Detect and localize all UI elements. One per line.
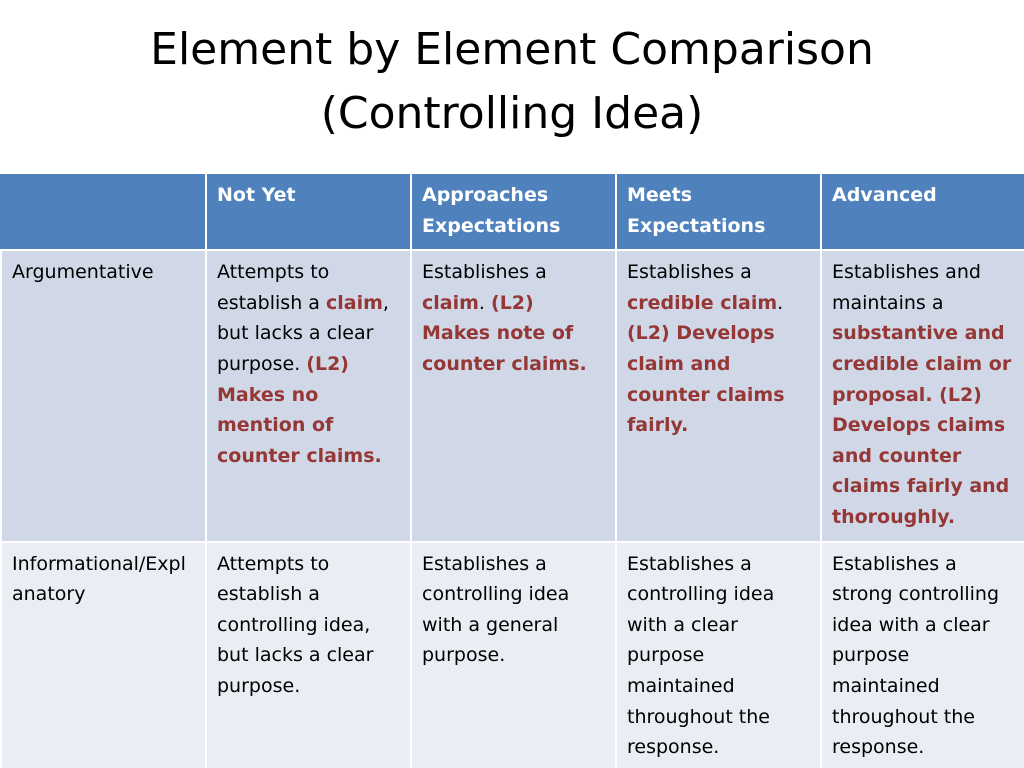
- slide-title-line-2: (Controlling Idea): [320, 88, 704, 139]
- highlighted-text: (L2) Develops claim and counter claims f…: [627, 322, 785, 437]
- cell-text: Attempts to establish a controlling idea…: [217, 552, 374, 697]
- cell-text: Establishes a strong controlling idea wi…: [832, 552, 1000, 759]
- cell-text: , but lacks a clear purpose.: [217, 291, 389, 375]
- header-cell-approaches-expectations: Approaches Expectations: [410, 171, 617, 252]
- cell-argumentative-meets: Establishes a credible claim. (L2) Devel…: [615, 249, 822, 543]
- slide-title-line-1: Element by Element Comparison: [150, 24, 874, 75]
- table-row-argumentative: Argumentative Attempts to establish a cl…: [0, 249, 1024, 543]
- cell-text: Establishes a: [422, 261, 547, 284]
- cell-argumentative-advanced: Establishes and maintains a substantive …: [820, 249, 1024, 543]
- cell-text: Establishes a controlling idea with a cl…: [627, 552, 775, 759]
- cell-text: Establishes and maintains a: [832, 261, 981, 314]
- cell-text: .: [478, 291, 492, 314]
- header-cell-not-yet: Not Yet: [205, 171, 412, 252]
- highlighted-text: substantive and credible claim or propos…: [832, 322, 1012, 528]
- header-cell-meets-expectations: Meets Expectations: [615, 171, 822, 252]
- header-cell-corner: [0, 171, 207, 252]
- cell-argumentative-approaches: Establishes a claim. (L2) Makes note of …: [410, 249, 617, 543]
- cell-informational-approaches: Establishes a controlling idea with a ge…: [410, 540, 617, 768]
- header-cell-advanced: Advanced: [820, 171, 1024, 252]
- cell-argumentative-not-yet: Attempts to establish a claim, but lacks…: [205, 249, 412, 543]
- highlighted-text: (L2) Makes no mention of counter claims.: [217, 352, 382, 467]
- row-label-argumentative: Argumentative: [0, 249, 207, 543]
- cell-informational-meets: Establishes a controlling idea with a cl…: [615, 540, 822, 768]
- cell-informational-not-yet: Attempts to establish a controlling idea…: [205, 540, 412, 768]
- comparison-table: Not Yet Approaches Expectations Meets Ex…: [0, 171, 1024, 768]
- cell-text: Establishes a controlling idea with a ge…: [422, 552, 570, 667]
- cell-text: Attempts to establish a: [217, 261, 330, 314]
- table-header-row: Not Yet Approaches Expectations Meets Ex…: [0, 171, 1024, 252]
- cell-informational-advanced: Establishes a strong controlling idea wi…: [820, 540, 1024, 768]
- highlighted-text: claim: [325, 291, 383, 314]
- highlighted-text: credible claim: [627, 291, 778, 314]
- row-label-informational: Informational/Explanatory: [0, 540, 207, 768]
- highlighted-text: claim: [422, 291, 479, 314]
- cell-text: .: [777, 291, 784, 314]
- table-row-informational: Informational/Explanatory Attempts to es…: [0, 540, 1024, 768]
- slide-title: Element by Element Comparison (Controlli…: [0, 18, 1024, 146]
- highlighted-text: (L2) Makes note of counter claims.: [422, 291, 587, 375]
- cell-text: Establishes a: [627, 261, 752, 284]
